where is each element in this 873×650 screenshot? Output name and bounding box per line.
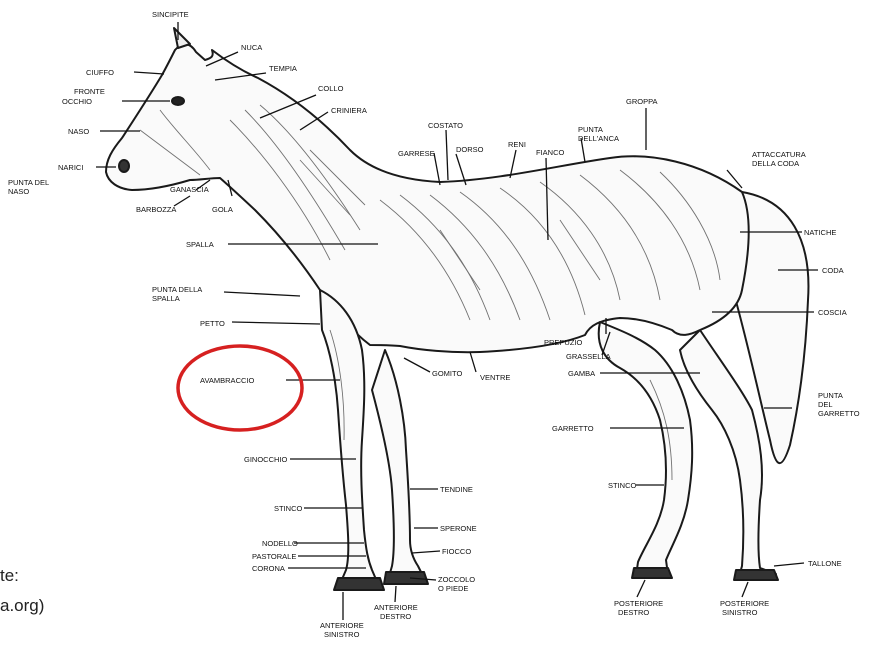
- label-stinco-post: STINCO: [608, 481, 637, 490]
- label-ciuffo: CIUFFO: [86, 68, 114, 77]
- label-coscia: COSCIA: [818, 308, 847, 317]
- label-tempia: TEMPIA: [269, 64, 297, 73]
- label-ant-des-1: ANTERIORE: [374, 603, 418, 612]
- label-sincipite: SINCIPITE: [152, 10, 189, 19]
- label-groppa: GROPPA: [626, 97, 658, 106]
- label-punta-anca-1: PUNTA: [578, 125, 603, 134]
- label-avambraccio: AVAMBRACCIO: [200, 376, 254, 385]
- label-spalla: SPALLA: [186, 240, 214, 249]
- label-pastorale: PASTORALE: [252, 552, 296, 561]
- hoof-front-far: [384, 572, 428, 584]
- label-grassella: GRASSELLA: [566, 352, 611, 361]
- label-attaccatura-2: DELLA CODA: [752, 159, 799, 168]
- label-coda: CODA: [822, 266, 844, 275]
- label-zoccolo-2: O PIEDE: [438, 584, 468, 593]
- label-punta-anca-2: DELL'ANCA: [578, 134, 619, 143]
- source-caption-line2: a.org): [0, 596, 44, 616]
- label-fiocco: FIOCCO: [442, 547, 471, 556]
- hoof-front-near: [334, 578, 384, 590]
- ear-shape: [174, 28, 190, 48]
- label-corona: CORONA: [252, 564, 285, 573]
- front-leg-far: [372, 350, 424, 580]
- label-punta-spalla-2: SPALLA: [152, 294, 180, 303]
- label-natiche: NATICHE: [804, 228, 836, 237]
- label-naso: NASO: [68, 127, 89, 136]
- nostril-shape: [119, 160, 129, 172]
- label-post-sin-1: POSTERIORE: [720, 599, 769, 608]
- label-punta-naso-1: PUNTA DEL: [8, 178, 49, 187]
- hoof-hind-far: [734, 570, 778, 580]
- label-ant-sin-1: ANTERIORE: [320, 621, 364, 630]
- label-post-sin-2: SINISTRO: [722, 608, 758, 617]
- label-ventre: VENTRE: [480, 373, 510, 382]
- label-punta-garretto-1: PUNTA: [818, 391, 843, 400]
- label-punta-naso-2: NASO: [8, 187, 29, 196]
- label-occhio: OCCHIO: [62, 97, 92, 106]
- label-gamba: GAMBA: [568, 369, 595, 378]
- label-attaccatura-1: ATTACCATURA: [752, 150, 806, 159]
- label-punta-garretto-3: GARRETTO: [818, 409, 860, 418]
- hind-leg-near: [599, 322, 692, 576]
- label-ant-des-2: DESTRO: [380, 612, 411, 621]
- label-ganascia: GANASCIA: [170, 185, 209, 194]
- label-criniera: CRINIERA: [331, 106, 367, 115]
- label-costato: COSTATO: [428, 121, 463, 130]
- label-gomito: GOMITO: [432, 369, 462, 378]
- label-nuca: NUCA: [241, 43, 262, 52]
- label-petto: PETTO: [200, 319, 225, 328]
- label-tendine: TENDINE: [440, 485, 473, 494]
- label-nodello: NODELLO: [262, 539, 298, 548]
- label-punta-spalla-1: PUNTA DELLA: [152, 285, 202, 294]
- label-zoccolo-1: ZOCCOLO: [438, 575, 475, 584]
- label-sperone: SPERONE: [440, 524, 477, 533]
- label-post-des-1: POSTERIORE: [614, 599, 663, 608]
- label-stinco-ant: STINCO: [274, 504, 303, 513]
- source-caption-line1: te:: [0, 566, 19, 586]
- label-garrese: GARRESE: [398, 149, 435, 158]
- label-gola: GOLA: [212, 205, 233, 214]
- label-narici: NARICI: [58, 163, 83, 172]
- highlight-circle: [178, 346, 302, 430]
- label-fronte: FRONTE: [74, 87, 105, 96]
- label-reni: RENI: [508, 140, 526, 149]
- label-garretto: GARRETTO: [552, 424, 594, 433]
- label-post-des-2: DESTRO: [618, 608, 649, 617]
- label-punta-garretto-2: DEL: [818, 400, 833, 409]
- label-ant-sin-2: SINISTRO: [324, 630, 360, 639]
- label-tallone: TALLONE: [808, 559, 842, 568]
- label-collo: COLLO: [318, 84, 344, 93]
- label-fianco: FIANCO: [536, 148, 565, 157]
- hoof-hind-near: [632, 568, 672, 578]
- eye-shape: [172, 97, 184, 105]
- label-ginocchio: GINOCCHIO: [244, 455, 288, 464]
- label-prepuzio: PREPUZIO: [544, 338, 583, 347]
- horse-body: [106, 28, 808, 590]
- label-dorso: DORSO: [456, 145, 484, 154]
- label-barbozza: BARBOZZA: [136, 205, 176, 214]
